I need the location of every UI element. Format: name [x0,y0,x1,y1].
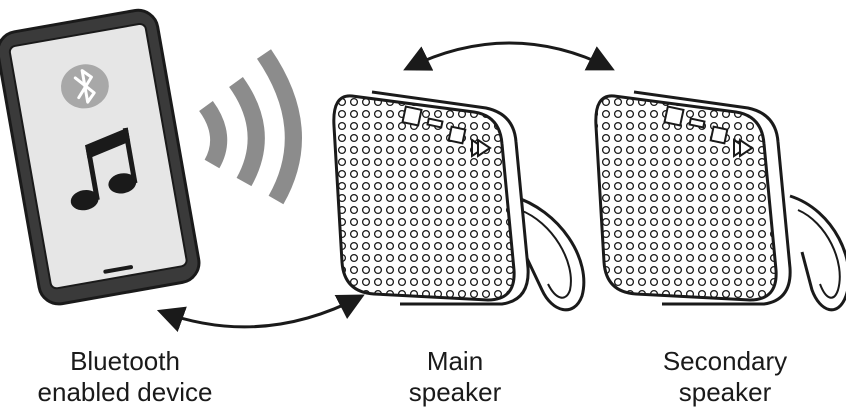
speaker-top-buttons [663,105,754,158]
device-to-main-arrow [156,294,365,333]
device-caption: Bluetooth enabled device [20,346,230,408]
main-speaker-caption-line2: speaker [408,377,502,407]
secondary-speaker [594,90,846,312]
main-speaker-caption-line1: Main [426,346,484,376]
phone [0,8,201,306]
bluetooth-icon [60,64,109,109]
speaker-top-buttons [401,105,492,158]
secondary-speaker-caption: Secondary speaker [630,346,820,408]
device-caption-line2: enabled device [37,377,213,407]
main-speaker [332,90,586,312]
music-note-icon [70,127,138,211]
wireless-signal-icon [198,49,302,205]
secondary-speaker-caption-line1: Secondary [662,346,788,376]
main-speaker-caption: Main speaker [380,346,530,408]
device-caption-line1: Bluetooth [70,346,180,376]
main-to-secondary-arrow [403,41,615,71]
secondary-speaker-caption-line2: speaker [678,377,772,407]
